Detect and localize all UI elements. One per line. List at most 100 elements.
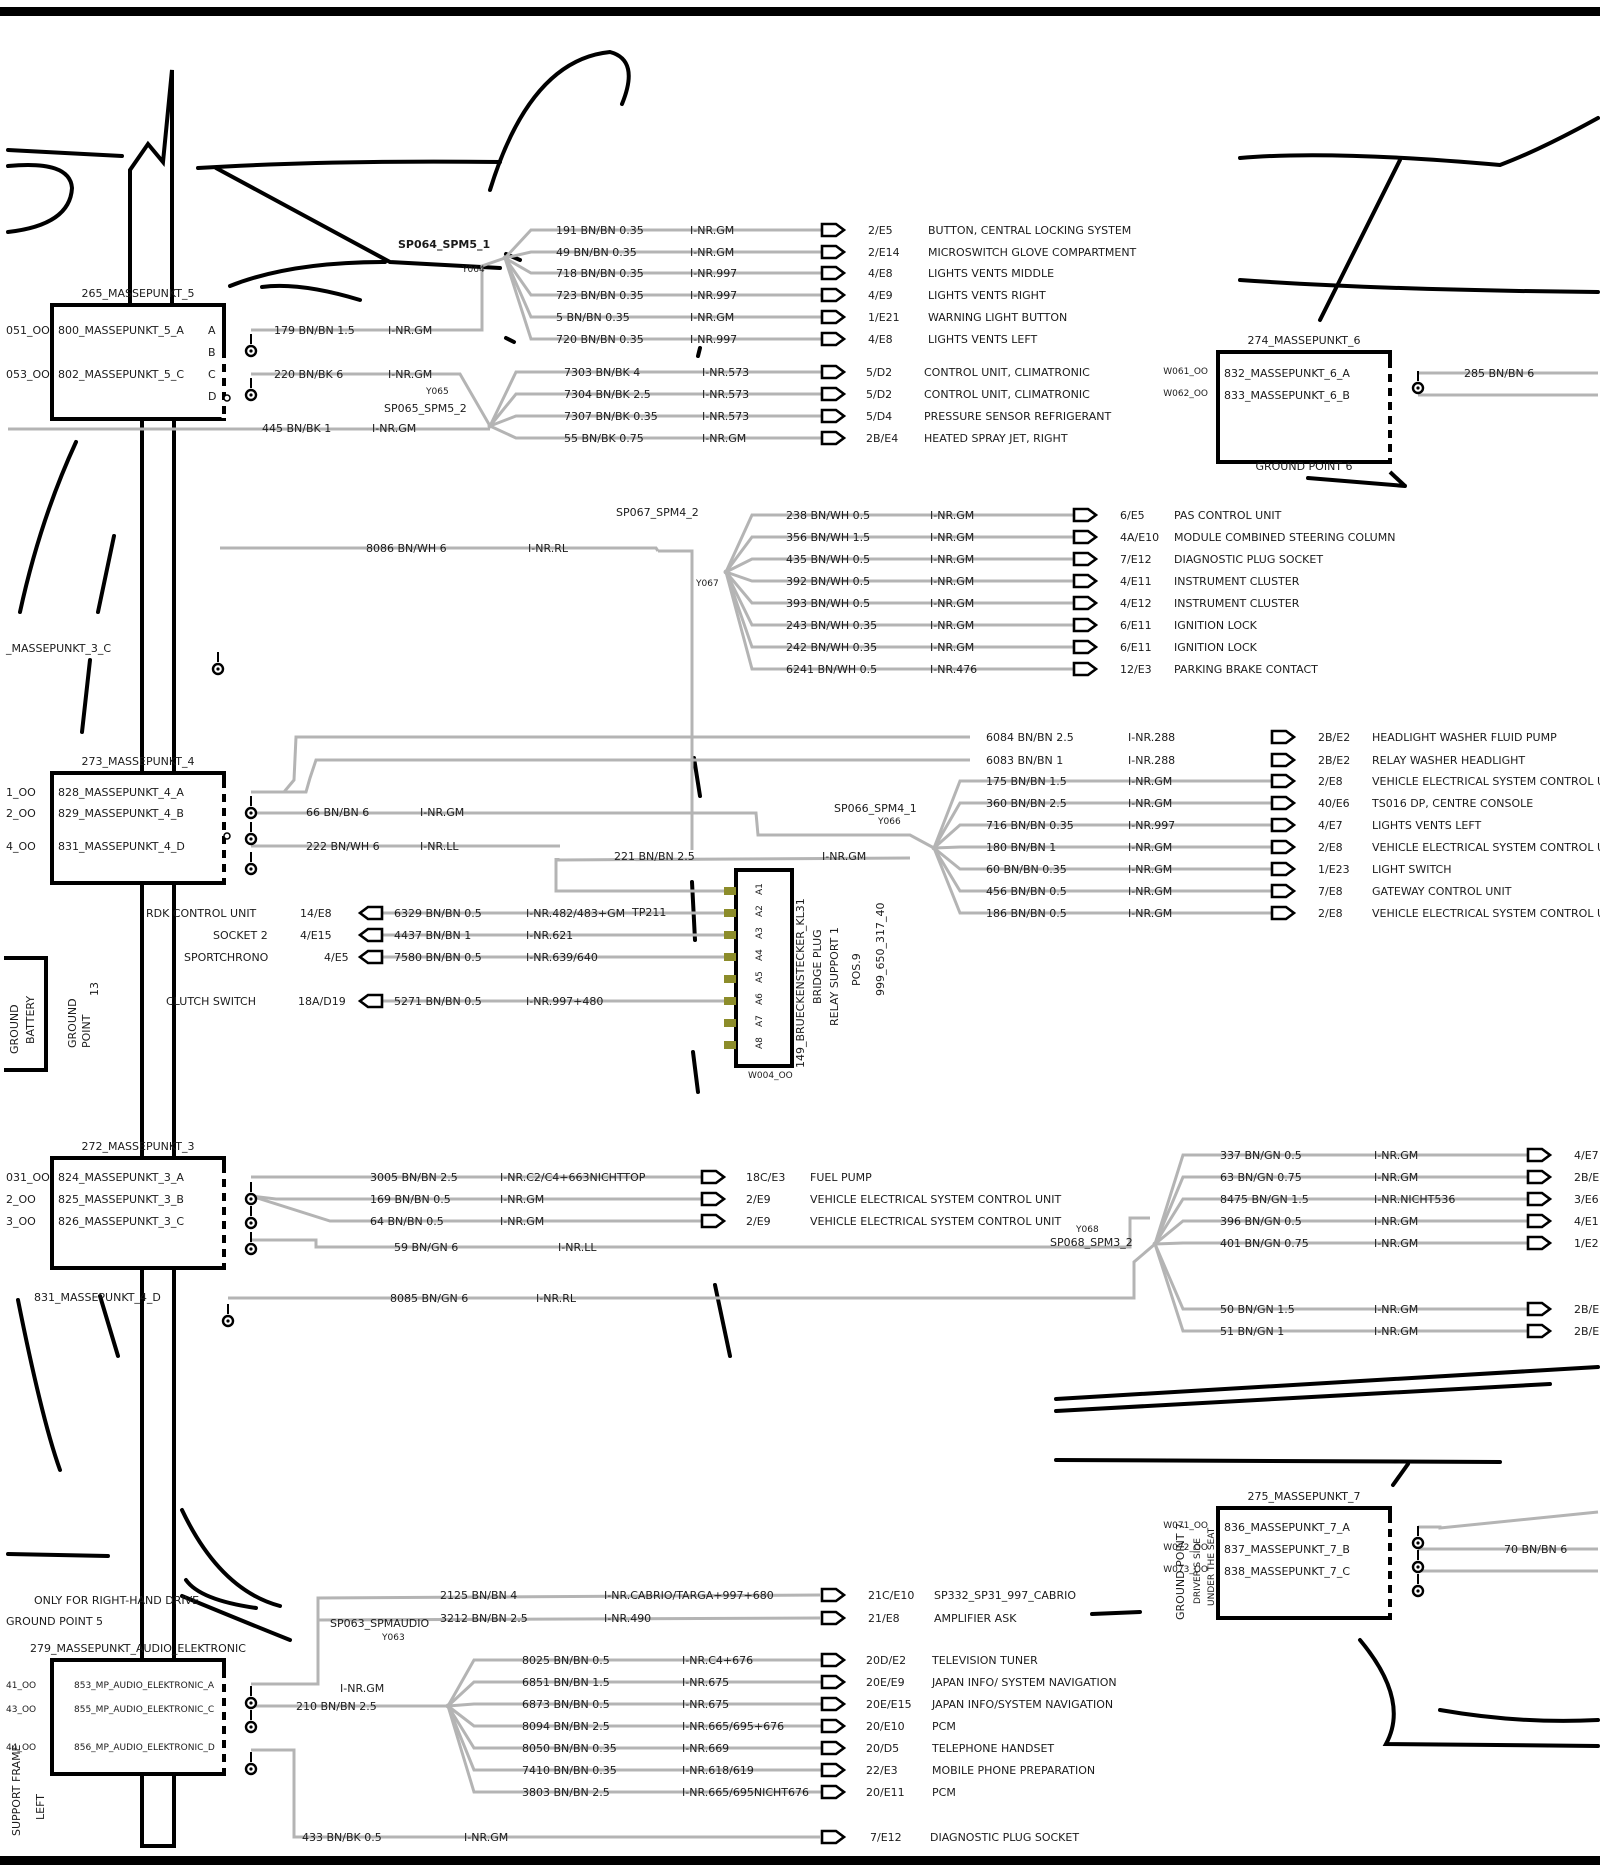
connector-arrow-icon — [700, 1213, 727, 1229]
bridge-pin-icon — [724, 931, 736, 939]
branch-wire — [725, 570, 1074, 583]
branch-desc-label: HEATED SPRAY JET, RIGHT — [924, 432, 1068, 445]
branch-wire — [724, 571, 1074, 649]
branch-desc-label: BUTTON, CENTRAL LOCKING SYSTEM — [928, 224, 1131, 237]
bridge-plug-line: RELAY SUPPORT 1 — [828, 927, 841, 1026]
branch-desc-label: VEHICLE ELECTRICAL SYSTEM CONTROL UNIT — [810, 1193, 1061, 1206]
bridge-pin-label: A1 — [755, 883, 765, 895]
branch-wire-label: 8475 BN/GN 1.5 — [1220, 1193, 1309, 1206]
branch-ref-label: 2B/E2 — [1318, 731, 1350, 744]
branch-code-label: I-NR.C2/C4+663NICHTTOP — [500, 1171, 646, 1184]
branch-code-label: I-NR.GM — [1374, 1171, 1418, 1184]
branch-desc-label: CONTROL UNIT, CLIMATRONIC — [924, 366, 1090, 379]
connector-arrow-icon — [357, 927, 384, 943]
connector-arrow-icon — [1072, 551, 1099, 567]
branch-desc-label: TS016 DP, CENTRE CONSOLE — [1371, 797, 1533, 810]
bridge-input-wire-label: 4437 BN/BN 1 — [394, 929, 471, 942]
branch-wire-label: 7304 BN/BK 2.5 — [564, 388, 651, 401]
connector-arrow-icon — [820, 1740, 847, 1756]
branch-wire-label: 180 BN/BN 1 — [986, 841, 1056, 854]
connector-arrow-icon — [1270, 773, 1297, 789]
branch-wire-label: 6241 BN/WH 0.5 — [786, 663, 877, 676]
connector-arrow-icon — [1270, 752, 1297, 768]
ground-13-label: GROUND — [66, 998, 79, 1048]
branch-ref-label: 4A/E10 — [1120, 531, 1159, 544]
bridge-plug-ref: W004_OO — [748, 1071, 793, 1081]
branch-code-label: I-NR.GM — [1374, 1237, 1418, 1250]
branch-ref-label: 2/E14 — [868, 246, 900, 259]
branch-code-label: I-NR.288 — [1128, 731, 1175, 744]
bridge-plug-line: BRIDGE PLUG — [811, 929, 824, 1004]
branch-ref-label: 21/E8 — [868, 1612, 900, 1625]
ground-pin-label: 833_MASSEPUNKT_6_B — [1224, 389, 1350, 402]
branch-wire — [446, 1705, 822, 1750]
connector-arrow-icon — [357, 949, 384, 965]
branch-wire — [724, 535, 1074, 573]
branch-desc-label: VEHICLE ELECTRICAL SYSTEM CONTROL UNIT — [810, 1215, 1061, 1228]
feed-code-label: I-NR.RL — [528, 542, 569, 555]
feed-wire-label: 433 BN/BK 0.5 — [302, 1831, 382, 1844]
pin-ext-label: 41_OO — [6, 1681, 36, 1691]
splice-tag-label: Y065 — [425, 387, 449, 397]
connector-arrow-icon — [820, 364, 847, 380]
branch-code-label: I-NR.665/695+676 — [682, 1720, 784, 1733]
branch-ref-label: 7/E8 — [1318, 885, 1343, 898]
branch-desc-label: WARNING LIGHT BUTTON — [928, 311, 1067, 324]
bridge-pin-label: A6 — [755, 993, 765, 1005]
branch-code-label: I-NR.997 — [690, 267, 737, 280]
branch-wire-label: 3005 BN/BN 2.5 — [370, 1171, 458, 1184]
branch-ref-label: 3/E6 — [1574, 1193, 1599, 1206]
branch-wire — [724, 571, 1074, 627]
branch-desc-label: SP332_SP31_997_CABRIO — [934, 1589, 1076, 1602]
branch-code-label: I-NR.GM — [1128, 863, 1172, 876]
branch-desc-label: TELEPHONE HANDSET — [931, 1742, 1054, 1755]
branch-ref-label: 2/E5 — [868, 224, 893, 237]
branch-wire-label: 2125 BN/BN 4 — [440, 1589, 517, 1602]
branch-code-label: I-NR.618/619 — [682, 1764, 754, 1777]
branch-ref-label: 6/E5 — [1120, 509, 1145, 522]
bridge-input-code: I-NR.997+480 — [526, 995, 603, 1008]
branch-desc-label: VEHICLE ELECTRICAL SYSTEM CONTROL UNIT — [1372, 907, 1600, 920]
wire-7a — [1418, 1510, 1599, 1530]
branch-wire-label: 716 BN/BN 0.35 — [986, 819, 1074, 832]
bridge-input-code: I-NR.621 — [526, 929, 573, 942]
sketch-strokes — [6, 49, 1600, 1748]
ground-block-title: 272_MASSEPUNKT_3 — [82, 1140, 195, 1153]
connector-arrow-icon — [1072, 507, 1099, 523]
connector-arrow-icon — [1526, 1301, 1553, 1317]
branch-ref-label: 1/E21 — [868, 311, 900, 324]
pin-ext-label: W072_OO — [1163, 1543, 1208, 1553]
branch-code-label: I-NR.GM — [702, 432, 746, 445]
branch-desc-label: VEHICLE ELECTRICAL SYSTEM CONTROL UNIT — [1372, 775, 1600, 788]
support-frame-label: SUPPORT FRAME — [10, 1744, 23, 1836]
branch-ref-label: 6/E11 — [1120, 619, 1152, 632]
splice-name-label: SP064_SPM5_1 — [398, 238, 490, 251]
bridge-input-code: I-NR.639/640 — [526, 951, 598, 964]
branch-wire-label: 7410 BN/BN 0.35 — [522, 1764, 617, 1777]
bridge-pin-icon — [724, 975, 736, 983]
splice-tag-label: Y067 — [695, 579, 719, 589]
connector-arrow-icon — [820, 1762, 847, 1778]
ground-eyelet-icon — [221, 1304, 235, 1328]
branch-ref-label: 4/E7 — [1318, 819, 1343, 832]
connector-arrow-icon — [820, 1718, 847, 1734]
bridge-pin-icon — [724, 1019, 736, 1027]
ground-eyelet-icon — [1411, 1574, 1425, 1598]
branch-ref-label: 4/E9 — [868, 289, 893, 302]
branch-code-label: I-NR.GM — [1128, 775, 1172, 788]
bridge-input-ref: 18A/D19 — [298, 995, 346, 1008]
branch-wire-label: 55 BN/BK 0.75 — [564, 432, 644, 445]
connector-arrow-icon — [700, 1169, 727, 1185]
ground-eyelet-icon — [244, 1710, 258, 1734]
ground-block-b4 — [50, 771, 226, 885]
connector-arrow-icon — [700, 1191, 727, 1207]
connector-arrow-icon — [1072, 617, 1099, 633]
branch-ref-label: 12/E3 — [1120, 663, 1152, 676]
bridge-pin-icon — [724, 887, 736, 895]
branch-wire — [489, 424, 822, 440]
rhd-note: ONLY FOR RIGHT-HAND DRIVE — [34, 1594, 199, 1607]
branch-wire-label: 356 BN/WH 1.5 — [786, 531, 870, 544]
ground-pin-label: 853_MP_AUDIO_ELEKTRONIC_A — [74, 1681, 215, 1691]
branch-desc-label: TELEVISION TUNER — [931, 1654, 1038, 1667]
branch-desc-label: DIAGNOSTIC PLUG SOCKET — [930, 1831, 1079, 1844]
